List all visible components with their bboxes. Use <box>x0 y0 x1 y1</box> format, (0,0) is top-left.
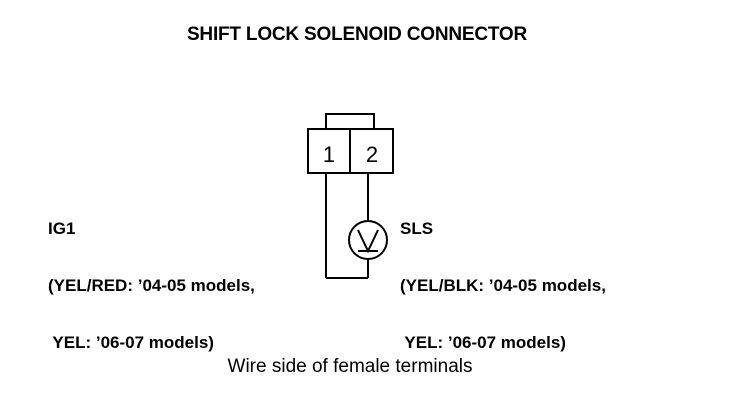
sls-name: SLS <box>400 219 434 238</box>
ig1-color-line-1: (YEL/RED: ’04-05 models, <box>48 276 255 295</box>
ig1-color-line-2: YEL: ’06-07 models) <box>48 333 214 352</box>
sls-color-line-1: (YEL/BLK: ’04-05 models, <box>400 276 606 295</box>
diagram-caption: Wire side of female terminals <box>227 356 473 377</box>
ig1-wire-label: IG1 (YEL/RED: ’04-05 models, YEL: ’06-07… <box>48 181 255 371</box>
pin-2-number: 2 <box>366 142 378 167</box>
connector-latch <box>325 113 375 129</box>
diagram-title: SHIFT LOCK SOLENOID CONNECTOR <box>186 24 528 45</box>
sls-wire-label: SLS (YEL/BLK: ’04-05 models, YEL: ’06-07… <box>400 181 606 371</box>
ig1-name: IG1 <box>48 219 76 238</box>
sls-color-line-2: YEL: ’06-07 models) <box>400 333 566 352</box>
pin-1-number: 1 <box>323 142 335 167</box>
